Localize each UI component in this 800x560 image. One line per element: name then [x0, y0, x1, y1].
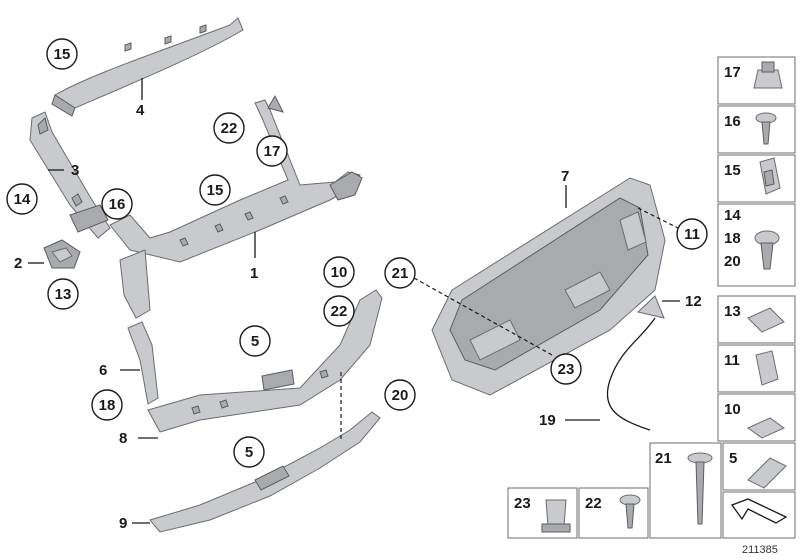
legend-box-15: 15 [717, 154, 796, 203]
legend-box-22: 22 [578, 487, 649, 539]
callout-circle-14: 14 [6, 183, 38, 215]
callout-circle-17: 17 [256, 135, 288, 167]
callout-circle-13: 13 [47, 278, 79, 310]
clip-icon [755, 350, 779, 386]
svg-text:10: 10 [724, 401, 741, 418]
legend-box-10: 10 [717, 393, 796, 442]
part-19-cable [565, 317, 656, 431]
callout-9: 9 [119, 515, 127, 532]
callout-7: 7 [561, 168, 569, 185]
part-2-bracket [43, 239, 81, 269]
callout-circle-23: 23 [550, 353, 582, 385]
callout-4: 4 [136, 102, 145, 119]
legend-box-23: 23 [507, 487, 578, 539]
svg-text:16: 16 [724, 113, 741, 130]
svg-text:11: 11 [684, 226, 700, 243]
clip-icon [753, 61, 783, 89]
callout-circle-15a: 15 [46, 38, 78, 70]
svg-text:5: 5 [251, 333, 259, 350]
callout-circle-22b: 22 [323, 295, 355, 327]
cover-icon [747, 417, 785, 439]
svg-text:17: 17 [724, 64, 741, 81]
svg-text:5: 5 [729, 450, 737, 467]
callout-1: 1 [250, 265, 258, 282]
bolt-icon [687, 452, 713, 525]
legend-box-arrow [722, 491, 796, 539]
callout-circle-11: 11 [676, 218, 708, 250]
callout-6: 6 [99, 362, 107, 379]
legend-box-16: 16 [717, 105, 796, 154]
callout-circle-16: 16 [101, 188, 133, 220]
part-9-lower-sill [149, 411, 381, 533]
svg-text:10: 10 [331, 264, 348, 281]
drawing-number: 211385 [742, 544, 778, 556]
part-4-trim-top [51, 17, 244, 117]
svg-text:11: 11 [724, 352, 740, 369]
svg-text:14: 14 [14, 191, 31, 208]
callout-circle-22a: 22 [213, 112, 245, 144]
callout-19: 19 [539, 412, 556, 429]
clip-icon [747, 307, 785, 333]
callout-circle-18: 18 [91, 389, 123, 421]
legend-box-21: 21 [649, 442, 722, 539]
legend-box-11: 11 [717, 344, 796, 393]
legend-box-5: 5 [722, 442, 796, 491]
legend-box-17: 17 [717, 56, 796, 105]
svg-text:22: 22 [221, 120, 238, 137]
callout-circle-10: 10 [323, 256, 355, 288]
callout-3: 3 [71, 162, 79, 179]
svg-text:18: 18 [99, 397, 116, 414]
svg-text:16: 16 [109, 196, 126, 213]
part-12-grip [636, 295, 665, 319]
callout-8: 8 [119, 430, 127, 447]
callout-circle-15b: 15 [199, 174, 231, 206]
callout-circle-5a: 5 [239, 325, 271, 357]
svg-text:15: 15 [724, 162, 741, 179]
part-3-left-pillar [29, 111, 111, 239]
svg-text:5: 5 [245, 444, 253, 461]
callout-circle-20: 20 [384, 379, 416, 411]
svg-text:13: 13 [55, 286, 72, 303]
svg-text:21: 21 [392, 265, 409, 282]
nut-icon [541, 499, 571, 533]
svg-text:17: 17 [264, 143, 281, 160]
svg-text:23: 23 [558, 361, 575, 378]
svg-text:22: 22 [331, 303, 348, 320]
arrow-icon [730, 498, 788, 524]
callout-12: 12 [685, 293, 702, 310]
push-rivet-icon [754, 230, 780, 270]
screw-icon [619, 494, 641, 529]
screw-icon [755, 112, 777, 145]
svg-text:20: 20 [392, 387, 409, 404]
part-6-left-post [127, 321, 159, 405]
clip-icon [759, 157, 781, 195]
svg-text:13: 13 [724, 303, 741, 320]
cover-icon [747, 457, 787, 489]
callout-2: 2 [14, 255, 22, 272]
part-sill-panel [147, 289, 383, 433]
svg-text:21: 21 [655, 450, 672, 467]
part-7-tailgate-panel [431, 177, 666, 396]
callout-circle-21: 21 [384, 257, 416, 289]
callout-circle-5b: 5 [233, 436, 265, 468]
svg-text:15: 15 [54, 46, 71, 63]
svg-text:15: 15 [207, 182, 224, 199]
svg-text:23: 23 [514, 495, 531, 512]
legend-box-13: 13 [717, 295, 796, 344]
svg-text:22: 22 [585, 495, 602, 512]
